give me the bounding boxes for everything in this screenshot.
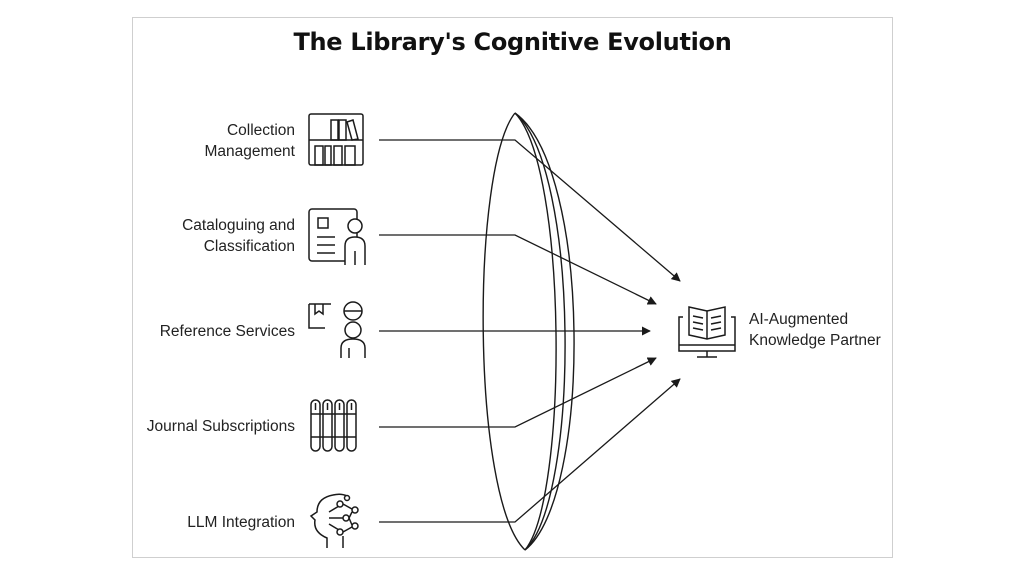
diagram-graphics — [308, 112, 736, 551]
bookshelf-icon — [308, 113, 364, 166]
reference-librarian-icon — [308, 301, 366, 358]
brain-network-icon — [309, 493, 359, 548]
catalog-card-icon — [308, 208, 366, 265]
test-tubes-icon — [310, 399, 357, 452]
arrow-collection-management — [379, 139, 681, 282]
label-journal-subscriptions: Journal Subscriptions — [146, 418, 295, 435]
output-label: AI-Augmented Knowledge Partner — [749, 309, 881, 351]
computer-book-icon — [678, 306, 736, 358]
label-reference-services: Reference Services — [159, 323, 295, 340]
lens-shape — [482, 112, 575, 551]
label-collection-management: Collection Management — [204, 122, 295, 160]
arrow-cataloguing-classification — [379, 234, 657, 305]
label-cataloguing-classification: Cataloguing and Classification — [182, 217, 295, 255]
output-label-line2: Knowledge Partner — [749, 332, 881, 349]
diagram-title: The Library's Cognitive Evolution — [293, 28, 732, 56]
output-label-line1: AI-Augmented — [749, 311, 849, 328]
label-llm-integration: LLM Integration — [187, 514, 295, 531]
arrow-journal-subscriptions — [379, 357, 657, 428]
arrow-llm-integration — [379, 378, 681, 523]
diagram-frame: The Library's Cognitive Evolution Collec… — [132, 17, 893, 558]
